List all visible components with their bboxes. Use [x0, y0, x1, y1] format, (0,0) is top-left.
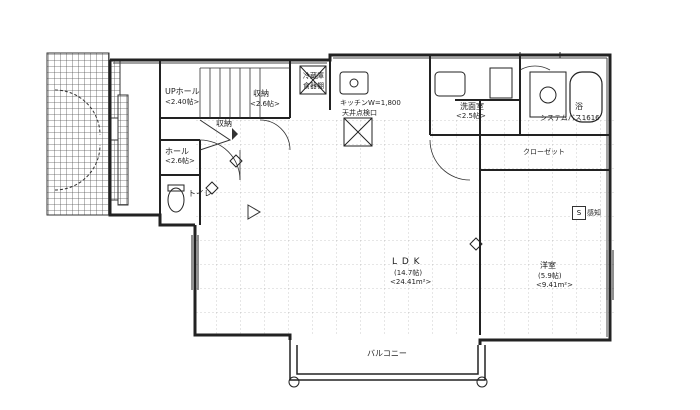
wash-basin	[434, 71, 466, 97]
door-swings	[199, 65, 551, 181]
room-size-ldk-m2: <24.41m²>	[390, 278, 432, 286]
room-label-storage-upper: 収納	[253, 89, 269, 98]
label-system-bath: システムバス1616	[540, 114, 600, 122]
interior-walls	[159, 55, 610, 335]
room-size-hall: <2.6帖>	[165, 157, 195, 165]
room-size-western-m2: <9.41m²>	[536, 281, 573, 289]
dimension-grid	[195, 120, 615, 335]
label-kitchen: キッチンW=1,800	[340, 99, 401, 107]
room-size-storage-upper: <2.6帖>	[250, 100, 280, 108]
label-cupboard: 食器棚	[303, 82, 324, 90]
windows	[191, 52, 614, 300]
room-size-western-jo: (5.9帖)	[538, 272, 562, 280]
stair-treads	[199, 67, 290, 118]
label-fridge: 冷蔵庫	[303, 72, 324, 80]
bathtub	[569, 71, 603, 123]
detector-symbol: S	[572, 206, 586, 220]
ceiling-hatch	[343, 117, 373, 147]
room-label-storage-lower: 収納	[216, 119, 232, 128]
room-label-hall: ホール	[165, 147, 189, 156]
sliding-door-markers	[205, 154, 483, 251]
tiled-area	[46, 52, 110, 216]
room-label-western: 洋室	[540, 261, 556, 270]
room-label-ldk: L D K	[392, 257, 421, 267]
room-size-up-hall: <2.40帖>	[165, 98, 200, 106]
balcony-rail	[289, 340, 486, 381]
room-size-ldk-jo: (14.7帖)	[394, 269, 423, 277]
label-closet: クローゼット	[523, 148, 565, 156]
kitchen-sink	[339, 71, 369, 95]
room-label-up-hall: UPホール	[165, 87, 200, 96]
room-label-toilet: トイレ	[188, 189, 212, 198]
room-label-bath: 浴	[575, 102, 583, 111]
room-size-washroom: <2.5帖>	[456, 112, 486, 120]
label-ceiling-hatch: 天井点検口	[342, 109, 377, 117]
room-label-balcony: バルコニー	[367, 349, 407, 358]
toilet-bowl	[167, 187, 185, 213]
room-label-washroom: 洗面室	[460, 102, 484, 111]
detector-label: 感知	[587, 209, 601, 217]
fridge-space	[299, 65, 327, 95]
stair-hatch	[117, 94, 129, 206]
